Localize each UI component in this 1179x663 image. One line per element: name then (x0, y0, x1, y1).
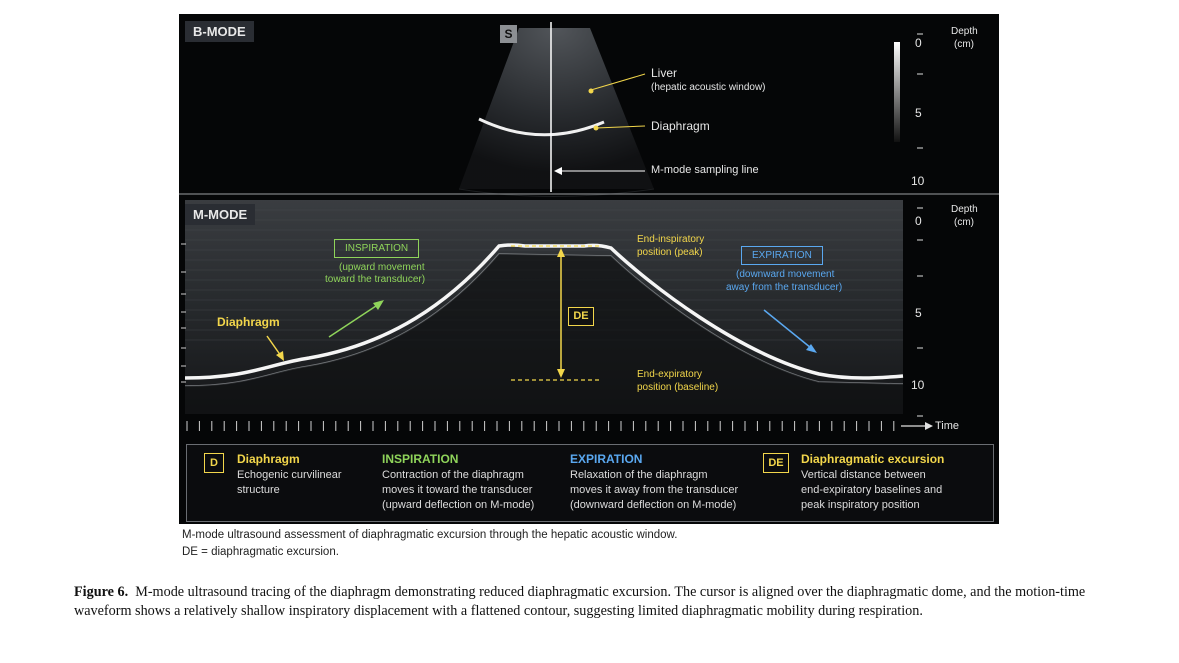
legend-de-text-1: Vertical distance between (801, 469, 926, 481)
bmode-depth-title: Depth (951, 26, 978, 37)
bmode-fan-curve (458, 188, 655, 197)
inner-caption-line-2: DE = diaphragmatic excursion. (182, 546, 339, 558)
legend-insp-text-1: Contraction of the diaphragm (382, 469, 524, 481)
bmode-label: B-MODE (185, 21, 254, 42)
liver-label: Liver (651, 66, 678, 80)
mmode-depth-unit: (cm) (954, 217, 974, 228)
inspiration-arrow (328, 303, 380, 338)
legend-d-key: D (204, 453, 224, 473)
diaphragm-pointer (595, 125, 646, 129)
mmode-diaphragm-waveform (184, 243, 904, 380)
mmode-left-ticks (181, 243, 186, 383)
expiration-arrow (763, 309, 812, 349)
time-axis-label: Time (935, 420, 960, 432)
legend-exp-title: EXPIRATION (570, 452, 643, 466)
figure-caption-text: M-mode ultrasound tracing of the diaphra… (74, 584, 1086, 619)
mmode-diaphragm-label: Diaphragm (217, 315, 280, 329)
sampling-line-label: M-mode sampling line (651, 164, 759, 176)
bmode-depth-tick-10: 10 (911, 174, 925, 188)
mmode-label: M-MODE (185, 204, 256, 225)
legend-exp-text-1: Relaxation of the diaphragm (570, 469, 708, 481)
legend-insp-text-2: moves it toward the transducer (382, 484, 533, 496)
legend-exp-text-3: (downward deflection on M-mode) (570, 499, 737, 511)
bmode-depth-tick-5: 5 (915, 106, 922, 120)
legend-d-text-2: structure (237, 484, 280, 496)
legend-de-text-3: peak inspiratory position (801, 499, 920, 511)
mmode-depth-tick-5: 5 (915, 306, 922, 320)
end-inspiratory-label-2: position (peak) (637, 247, 703, 258)
ultrasound-graphics (179, 22, 999, 431)
mmode-depth-tick-10: 10 (911, 378, 925, 392)
bmode-sector (459, 28, 654, 189)
time-axis-ticks (186, 421, 895, 431)
figure-caption-label: Figure 6. (74, 584, 129, 600)
legend-exp-text-2: moves it away from the transducer (570, 484, 739, 496)
liver-sublabel: (hepatic acoustic window) (651, 82, 766, 93)
mmode-diaphragm-arrow (266, 335, 282, 357)
expiration-sub-1: (downward movement (736, 269, 835, 280)
legend-insp-title: INSPIRATION (382, 452, 459, 466)
end-expiratory-label-2: position (baseline) (637, 382, 719, 393)
expiration-sub-2: away from the transducer) (726, 282, 843, 293)
end-inspiratory-label-1: End-inspiratory (637, 234, 705, 245)
inner-caption-line-1: M-mode ultrasound assessment of diaphrag… (182, 529, 678, 541)
legend-d-title: Diaphragm (237, 452, 300, 466)
expiration-box: EXPIRATION (741, 246, 823, 265)
bmode-diaphragm-curve (478, 117, 605, 137)
mmode-depth-title: Depth (951, 204, 978, 215)
bmode-depth-tick-0: 0 (915, 36, 922, 50)
figure-caption: Figure 6. M-mode ultrasound tracing of t… (74, 583, 1114, 621)
bmode-diaphragm-label: Diaphragm (651, 119, 710, 133)
de-label: DE (568, 307, 594, 326)
orientation-marker: S (500, 25, 517, 43)
legend-de-title: Diaphragmatic excursion (801, 452, 945, 466)
liver-pointer (590, 73, 646, 91)
bmode-depth-unit: (cm) (954, 39, 974, 50)
legend-de-text-2: end-expiratory baselines and (801, 484, 943, 496)
inspiration-sub-1: (upward movement (339, 262, 425, 273)
grayscale-bar (894, 42, 900, 142)
inspiration-sub-2: toward the transducer) (325, 274, 426, 285)
ultrasound-figure: B-MODE S Liver (hepatic acoustic window)… (179, 14, 999, 524)
legend-insp-text-3: (upward deflection on M-mode) (382, 499, 535, 511)
inspiration-box: INSPIRATION (334, 239, 420, 258)
legend-box: D Diaphragm Echogenic curvilinear struct… (186, 444, 994, 522)
mmode-depth-tick-0: 0 (915, 214, 922, 228)
legend-d-text-1: Echogenic curvilinear (237, 469, 342, 481)
end-expiratory-label-1: End-expiratory (637, 369, 703, 380)
legend-de-key: DE (763, 453, 789, 473)
